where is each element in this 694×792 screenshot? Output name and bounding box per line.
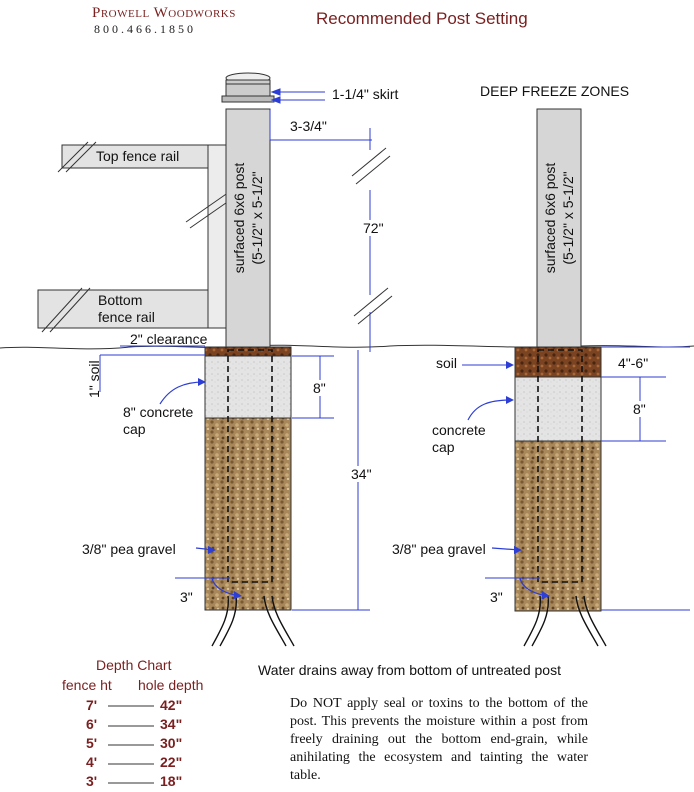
left-soil-layer — [204, 346, 292, 357]
depth-row-fence: 6' — [86, 716, 98, 732]
depth-chart-col-fence: fence ht — [62, 677, 112, 693]
bottom-fence-rail — [37, 287, 225, 333]
cap-label-line1: 8" concrete — [123, 404, 194, 420]
right-soil-layer — [514, 346, 602, 378]
deep-freeze-heading: DEEP FREEZE ZONES — [480, 83, 630, 99]
right-soil-depth-label: 4"-6" — [618, 355, 649, 371]
bottom-rail-label-line1: Bottom — [98, 292, 143, 308]
right-concrete-cap — [514, 376, 602, 442]
cap-depth-label: 8" — [313, 380, 326, 396]
cap-label-line2: cap — [123, 421, 146, 437]
water-note: Water drains away from bottom of untreat… — [258, 662, 561, 678]
left-post-label: surfaced 6x6 post (5-1/2" x 5-1/2" — [230, 118, 266, 318]
left-post-label-line1: surfaced 6x6 post — [231, 162, 247, 274]
right-gravel-label: 3/8" pea gravel — [392, 541, 486, 557]
depth-row-hole: 34" — [160, 716, 183, 732]
right-cap-label-line1: concrete — [432, 422, 486, 438]
phone-number: 800.466.1850 — [94, 22, 196, 36]
top-rail-label: Top fence rail — [96, 148, 180, 164]
ground-line — [0, 344, 694, 350]
depth-row-fence: 7' — [86, 697, 98, 713]
gravel-label: 3/8" pea gravel — [82, 541, 176, 557]
left-post-below-ground — [227, 349, 273, 583]
page-title: Recommended Post Setting — [316, 9, 528, 28]
right-cap-depth-label: 8" — [633, 401, 646, 417]
depth-row-hole: 42" — [160, 697, 183, 713]
depth-row-hole: 22" — [160, 754, 183, 770]
right-post-below-ground — [537, 349, 583, 583]
left-post — [225, 108, 271, 350]
depth-chart-title: Depth Chart — [96, 657, 172, 673]
warning-note: Do NOT apply seal or toxins to the botto… — [290, 696, 588, 783]
left-post-label-line2: (5-1/2" x 5-1/2" — [249, 171, 265, 265]
skirt-label: 1-1/4" skirt — [332, 86, 399, 102]
right-soil-label: soil — [436, 355, 458, 371]
right-bottom-gravel-label: 3" — [490, 589, 503, 605]
right-drain-lines — [523, 595, 607, 647]
left-drain-lines — [211, 595, 295, 647]
right-gravel — [514, 440, 602, 612]
rail-bracket — [207, 144, 227, 329]
height-label: 72" — [363, 220, 384, 236]
left-concrete-cap — [204, 355, 292, 419]
depth-row-fence: 3' — [86, 773, 98, 789]
depth-label: 34" — [351, 466, 372, 482]
right-post-label: surfaced 6x6 post (5-1/2" x 5-1/2" — [541, 118, 577, 318]
depth-chart-lines — [108, 705, 154, 784]
bottom-rail-label-line2: fence rail — [98, 309, 155, 325]
right-post-label-line2: (5-1/2" x 5-1/2" — [560, 171, 576, 265]
depth-row-fence: 5' — [86, 735, 98, 751]
depth-row-fence: 4' — [86, 754, 98, 770]
left-break-marks — [351, 147, 393, 325]
right-post — [536, 108, 582, 350]
company-name: Prowell Woodworks — [92, 5, 236, 21]
bottom-gravel-label: 3" — [180, 589, 193, 605]
clearance-label: 2" clearance — [130, 331, 208, 347]
right-post-label-line1: surfaced 6x6 post — [542, 162, 558, 274]
right-dimensions — [462, 346, 690, 611]
post-cap — [221, 72, 275, 103]
top-fence-rail — [57, 141, 225, 173]
cap-width-label: 3-3/4" — [290, 118, 327, 134]
right-cap-label-line2: cap — [432, 439, 455, 455]
depth-row-hole: 30" — [160, 735, 183, 751]
soil-depth-label: 1" soil — [86, 360, 102, 398]
depth-chart-col-hole: hole depth — [138, 677, 204, 693]
depth-row-hole: 18" — [160, 773, 183, 789]
